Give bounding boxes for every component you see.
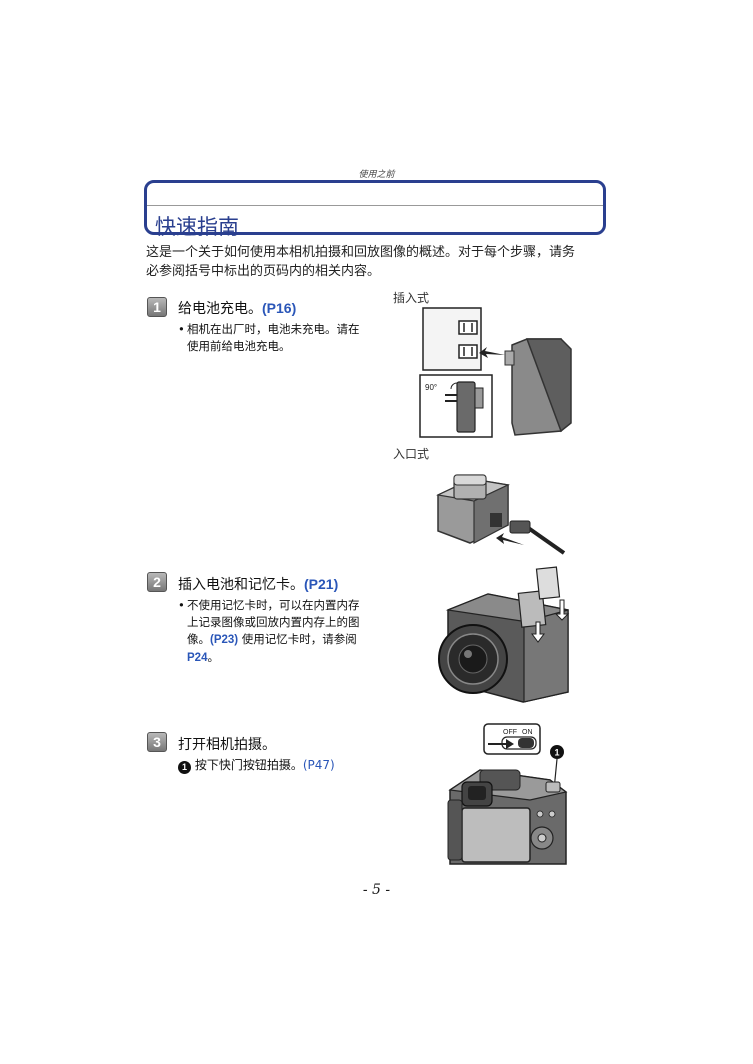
step-1-number: 1 <box>147 297 167 317</box>
camera-power-on-illustration: OFF ON 1 <box>447 723 568 865</box>
section-label: 使用之前 <box>358 170 395 180</box>
step-3-number: 3 <box>147 732 167 752</box>
switch-on-label: ON <box>522 729 533 736</box>
step-1-ref-link[interactable]: (P16) <box>262 300 297 316</box>
intro-line-2: 必参阅括号中标出的页码内的相关内容。 <box>146 264 381 279</box>
plug-in-type-label: 插入式 <box>393 291 430 305</box>
angle-label: 90° <box>425 383 437 392</box>
step-2-p23-link[interactable]: (P23) <box>210 634 239 646</box>
callout-marker-1: 1 <box>178 761 191 774</box>
bullet-dot: • <box>178 322 185 336</box>
step-2-bullet-line-3-post: 使用记忆卡时，请参阅 <box>238 632 357 646</box>
step-3-title: 打开相机拍摄。 <box>178 737 276 753</box>
page-number: - 5 - <box>362 882 391 898</box>
step-1-title-line: 给电池充电。(P16) <box>178 298 296 318</box>
intro-paragraph: 这是一个关于如何使用本相机拍摄和回放图像的概述。对于每个步骤，请务 必参阅括号中… <box>146 243 608 281</box>
page-title: 快速指南 <box>155 215 239 239</box>
plug-in-charger-illustration: 90° <box>419 307 572 438</box>
bullet-dot: • <box>178 598 185 612</box>
step-1-bullet-line-1: 相机在出厂时，电池未充电。请在 <box>187 322 360 336</box>
step-2-bullet-line-3-pre: 像。 <box>187 632 210 646</box>
step-2-bullet-line-4: P24。 <box>187 649 398 667</box>
step-2-title: 插入电池和记忆卡。 <box>178 577 304 593</box>
step-2-number: 2 <box>147 572 167 592</box>
inlet-type-label: 入口式 <box>393 447 430 461</box>
step-1-bullet-line-2: 使用前给电池充电。 <box>187 339 291 353</box>
battery-card-insertion-illustration <box>438 566 570 703</box>
step-2-p24-link[interactable]: P24 <box>187 652 208 664</box>
step-2-bullet: • 不使用记忆卡时，可以在内置内存 上记录图像或回放内置内存上的图 像。(P23… <box>178 597 398 667</box>
title-box: 快速指南 <box>144 180 606 239</box>
step-3-ref-link[interactable]: (P47) <box>302 758 335 772</box>
inlet-charger-illustration <box>436 474 566 555</box>
step-1-bullet: • 相机在出厂时，电池未充电。请在 使用前给电池充电。 <box>178 321 398 355</box>
switch-off-label: OFF <box>503 729 517 736</box>
step-2-bullet-line-3: 像。(P23) 使用记忆卡时，请参阅 <box>187 631 398 649</box>
step-2-bullet-line-4-post: 。 <box>207 650 219 664</box>
step-2-bullet-line-2: 上记录图像或回放内置内存上的图 <box>187 615 360 629</box>
intro-line-1: 这是一个关于如何使用本相机拍摄和回放图像的概述。对于每个步骤，请务 <box>146 245 576 260</box>
callout-1-label: 1 <box>555 748 560 758</box>
title-rule <box>147 205 603 206</box>
step-3-sub-text: 按下快门按钮拍摄。 <box>194 758 303 772</box>
step-2-ref-link[interactable]: (P21) <box>304 576 339 592</box>
step-2-bullet-line-1: 不使用记忆卡时，可以在内置内存 <box>187 598 360 612</box>
step-1-title: 给电池充电。 <box>178 301 262 317</box>
step-2-title-line: 插入电池和记忆卡。(P21) <box>178 574 338 594</box>
step-3-sub: 1 按下快门按钮拍摄。(P47) <box>178 756 335 774</box>
